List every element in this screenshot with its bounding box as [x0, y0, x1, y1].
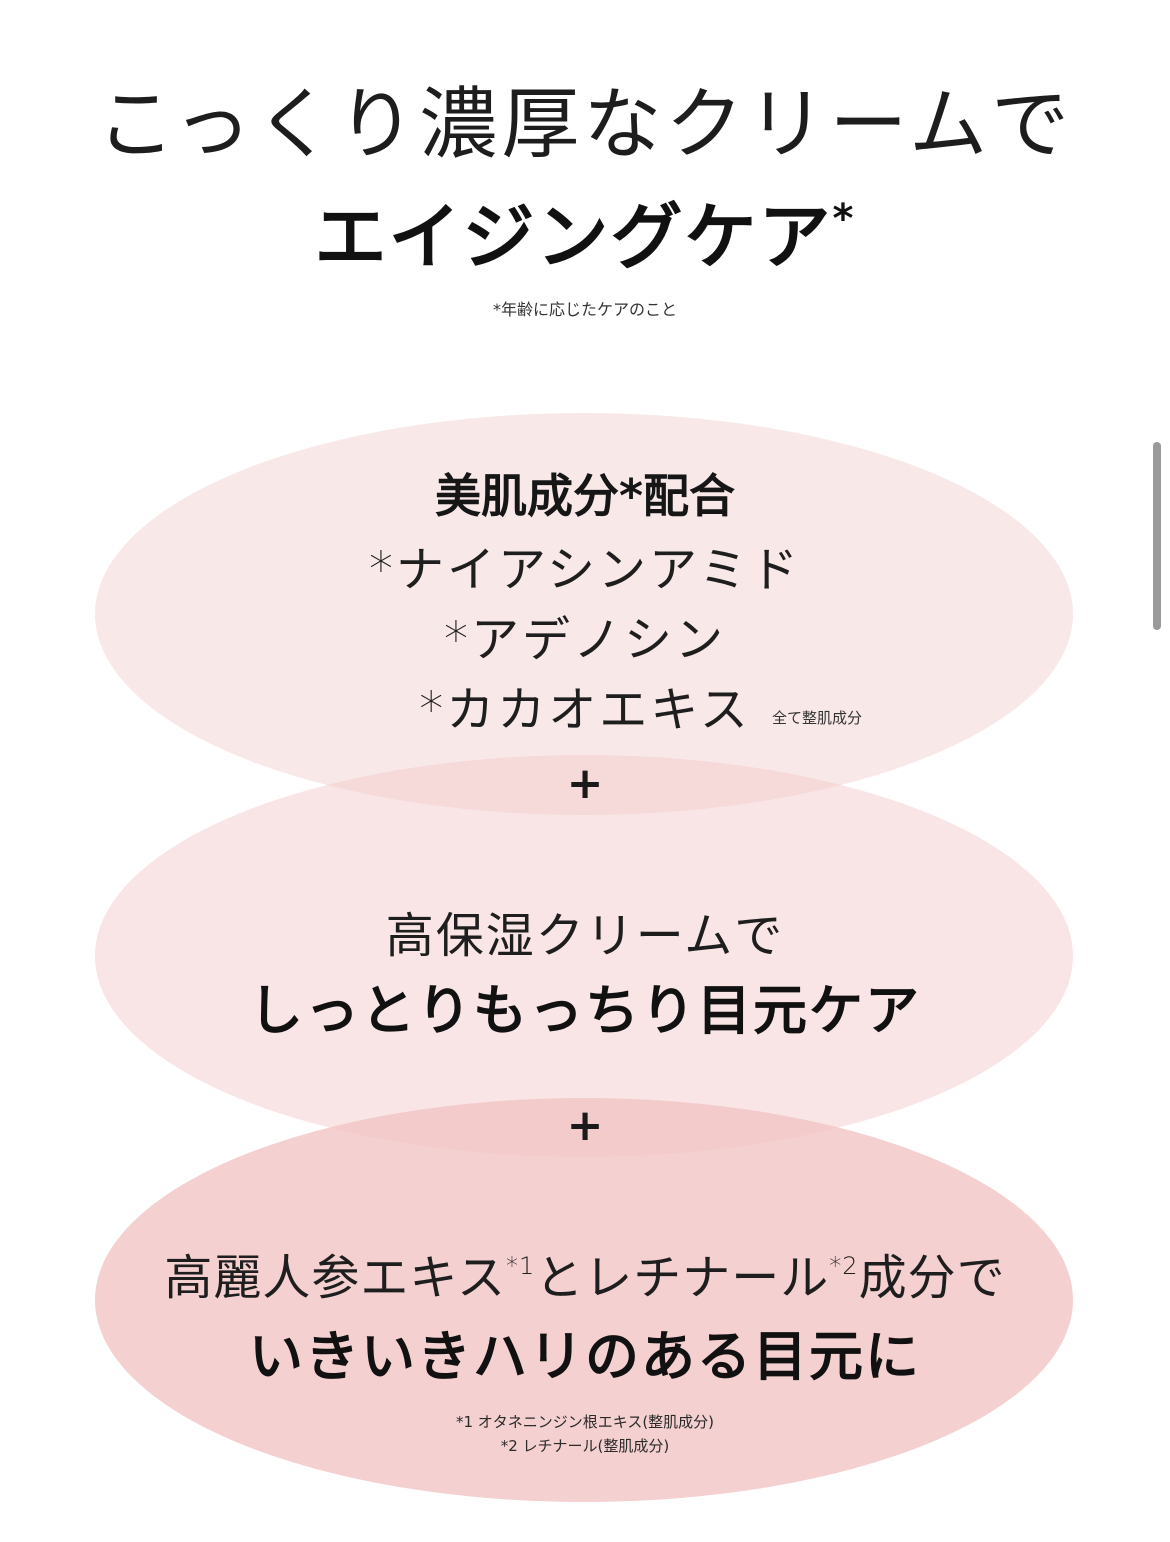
headline-footnote: *年齢に応じたケアのこと: [492, 300, 677, 319]
headline-footnote-mark: *: [832, 196, 856, 242]
ingredient-item: *カカオエキス: [419, 682, 751, 738]
headline-main: こっくり濃厚なクリームで: [96, 80, 1074, 170]
firmness-title: いきいきハリのある目元に: [249, 1325, 921, 1388]
scrollbar[interactable]: [1150, 0, 1170, 1542]
firmness-ellipse: [95, 1098, 1073, 1502]
scrollbar-thumb[interactable]: [1153, 442, 1161, 630]
footnote-1: *1 オタネニンジン根エキス(整肌成分): [455, 1413, 715, 1431]
firmness-subtitle-part: とレチナール: [535, 1250, 830, 1306]
ingredient-item: *ナイアシンアミド: [368, 542, 802, 598]
plus-icon: +: [566, 758, 604, 809]
ingredients-title: 美肌成分*配合: [434, 469, 736, 523]
firmness-subtitle-part: 高麗人参エキス: [164, 1250, 506, 1306]
headline-aging-care: エイジングケア*: [0, 178, 1170, 283]
firmness-subtitle-part: 成分で: [858, 1250, 1006, 1306]
ingredients-ellipse: [95, 413, 1073, 815]
ingredient-item: *アデノシン: [443, 612, 726, 668]
headline-aging-care-text: エイジングケア: [314, 195, 833, 279]
moisture-title: しっとりもっちり目元ケア: [249, 979, 921, 1042]
firmness-subtitle: 高麗人参エキス*1とレチナール*2成分で: [0, 1238, 1170, 1308]
moisture-ellipse: [95, 755, 1073, 1157]
footnote-mark: *2: [829, 1252, 859, 1280]
moisture-subtitle: 高保湿クリームで: [385, 908, 785, 964]
ingredients-note: 全て整肌成分: [772, 709, 863, 727]
footnote-2: *2 レチナール(整肌成分): [500, 1437, 670, 1455]
footnote-mark: *1: [505, 1252, 536, 1280]
plus-icon: +: [566, 1100, 604, 1151]
